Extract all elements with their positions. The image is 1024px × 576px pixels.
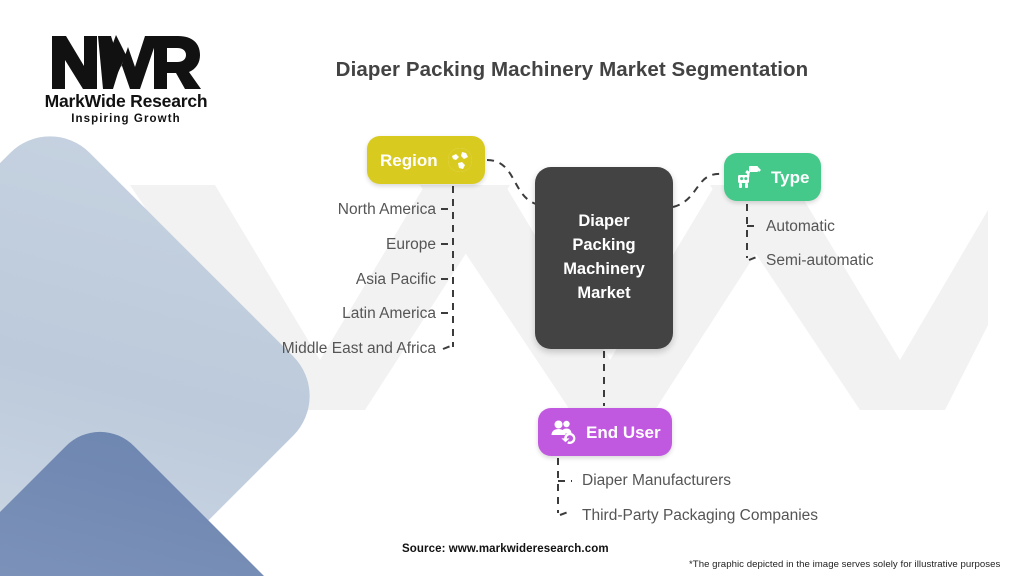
leaf-end-user-diaper-manufacturers: Diaper Manufacturers	[582, 472, 732, 489]
logo-mark-icon	[52, 35, 201, 89]
decorative-shape-dark	[0, 412, 298, 576]
logo-tagline: Inspiring Growth	[71, 113, 181, 126]
central-node-line-3: Machinery	[563, 260, 645, 278]
leaf-region-latin-america: Latin America	[342, 305, 436, 322]
disclaimer-text: *The graphic depicted in the image serve…	[689, 559, 1001, 570]
central-node-line-2: Packing	[572, 236, 636, 255]
branch-node-type-label: Type	[771, 167, 810, 187]
branch-node-type[interactable]: Type	[724, 153, 821, 201]
branch-node-region[interactable]: Region	[367, 136, 485, 184]
branch-node-region-label: Region	[380, 150, 438, 170]
logo-company-name: MarkWide Research	[44, 91, 208, 111]
central-node-line-4: Market	[577, 283, 631, 302]
leaf-region-middle-east-africa: Middle East and Africa	[281, 340, 436, 357]
branch-node-end-user[interactable]: End User	[538, 408, 672, 456]
branch-node-end-user-label: End User	[586, 422, 661, 442]
leaf-region-north-america: North America	[337, 201, 436, 218]
central-node-line-1: Diaper	[578, 212, 630, 231]
source-text: Source: www.markwideresearch.com	[402, 543, 609, 555]
page-title: Diaper Packing Machinery Market Segmenta…	[335, 58, 809, 81]
leaf-end-user-third-party-packaging: Third-Party Packaging Companies	[582, 507, 819, 524]
brand-logo: MarkWide Research Inspiring Growth	[26, 33, 226, 126]
leaf-type-semi-automatic: Semi-automatic	[766, 252, 874, 269]
central-market-node: Diaper Packing Machinery Market	[535, 167, 673, 349]
machinery-robot-icon	[736, 164, 762, 190]
globe-icon	[447, 147, 473, 173]
leaf-region-asia-pacific: Asia Pacific	[355, 271, 436, 288]
leaf-type-automatic: Automatic	[766, 218, 835, 235]
users-cycle-icon	[550, 419, 577, 445]
leaf-region-europe: Europe	[386, 236, 436, 253]
